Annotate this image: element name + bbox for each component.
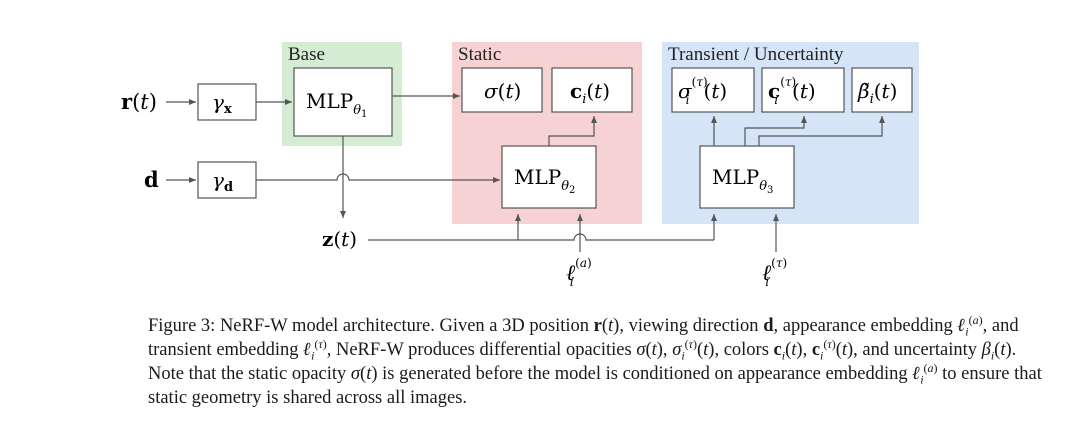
mlp-theta3-box: [699, 145, 795, 209]
sigma-transient-box: [671, 67, 755, 113]
edge-mlp2-to-color: [548, 116, 597, 146]
transient-panel-label: Transient / Uncertainty: [668, 44, 844, 65]
caption-line-3: Note that the static opacity σ(t) is gen…: [148, 360, 1042, 387]
color-transient-label: c(τ)i(t): [768, 75, 816, 107]
sigma-transient-label: σ(τ)i(t): [678, 75, 727, 107]
nerf-w-architecture-diagram: Base Static Transient / Uncertainty r(t)…: [121, 42, 919, 289]
caption-line-1: Figure 3: NeRF-W model architecture. Giv…: [148, 312, 1019, 339]
input-d: d: [144, 167, 159, 192]
mlp-theta1-box: [293, 67, 393, 137]
gamma-x-box: [197, 83, 257, 121]
color-label: ci(t): [570, 79, 610, 107]
beta-box: [851, 67, 913, 113]
gamma-d-box: [197, 161, 257, 199]
caption-line-4: static geometry is shared across all ima…: [148, 388, 468, 408]
base-panel-label: Base: [288, 44, 325, 65]
beta-label: β̃i(t): [857, 79, 897, 107]
color-box: [551, 67, 633, 113]
z-label: z(t): [322, 227, 357, 251]
mlp-theta2-box: [501, 145, 597, 209]
transient-embedding-label: ℓ(τ)i: [762, 256, 787, 289]
sigma-box: [461, 67, 543, 113]
edge-mlp3-to-color-t: [744, 116, 807, 146]
edge-z-to-mlp2-mlp3: [368, 233, 714, 241]
caption-line-2: transient embedding ℓi(τ), NeRF-W produc…: [148, 336, 1017, 363]
input-r: r(t): [121, 89, 157, 114]
sigma-label: σ(t): [484, 79, 521, 103]
color-transient-box: [761, 67, 845, 113]
figure-caption: Figure 3: NeRF-W model architecture. Giv…: [148, 314, 1048, 410]
appearance-embedding-label: ℓ(a)i: [566, 256, 592, 289]
edge-mlp3-to-beta: [758, 116, 885, 146]
static-panel-label: Static: [458, 44, 501, 65]
